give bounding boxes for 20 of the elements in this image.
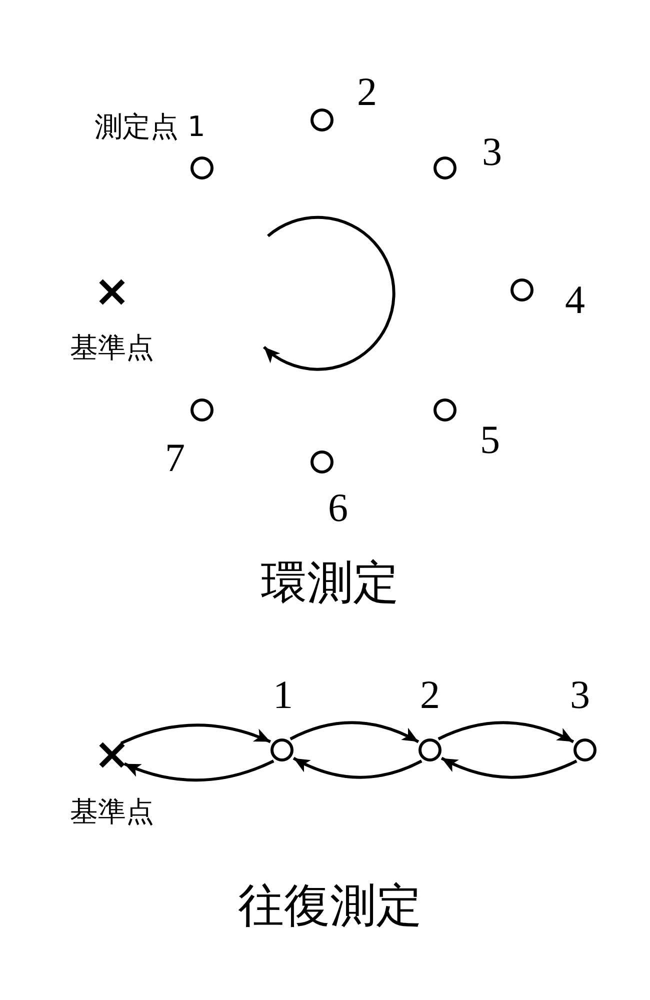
arrow xyxy=(292,756,422,779)
point-label: 測定点 1 xyxy=(94,113,206,141)
point-number: 5 xyxy=(480,420,500,460)
diagram-caption: 環測定 xyxy=(261,559,399,605)
arrow xyxy=(438,721,574,744)
point-number: 3 xyxy=(570,675,590,715)
diagram-caption: 往復測定 xyxy=(238,882,422,928)
point-number: 3 xyxy=(482,132,502,172)
point-number: 1 xyxy=(273,675,293,715)
point-number: 2 xyxy=(420,675,440,715)
arrow xyxy=(440,756,578,779)
point-number: 4 xyxy=(565,280,585,320)
arrow xyxy=(120,724,271,745)
arrow xyxy=(290,721,420,744)
point-number: 7 xyxy=(165,438,185,478)
arrow xyxy=(124,760,274,782)
point-label: 基準点 xyxy=(70,334,154,362)
point-label: 基準点 xyxy=(70,798,154,826)
point-number: 2 xyxy=(357,72,377,112)
point-number: 6 xyxy=(328,488,348,528)
